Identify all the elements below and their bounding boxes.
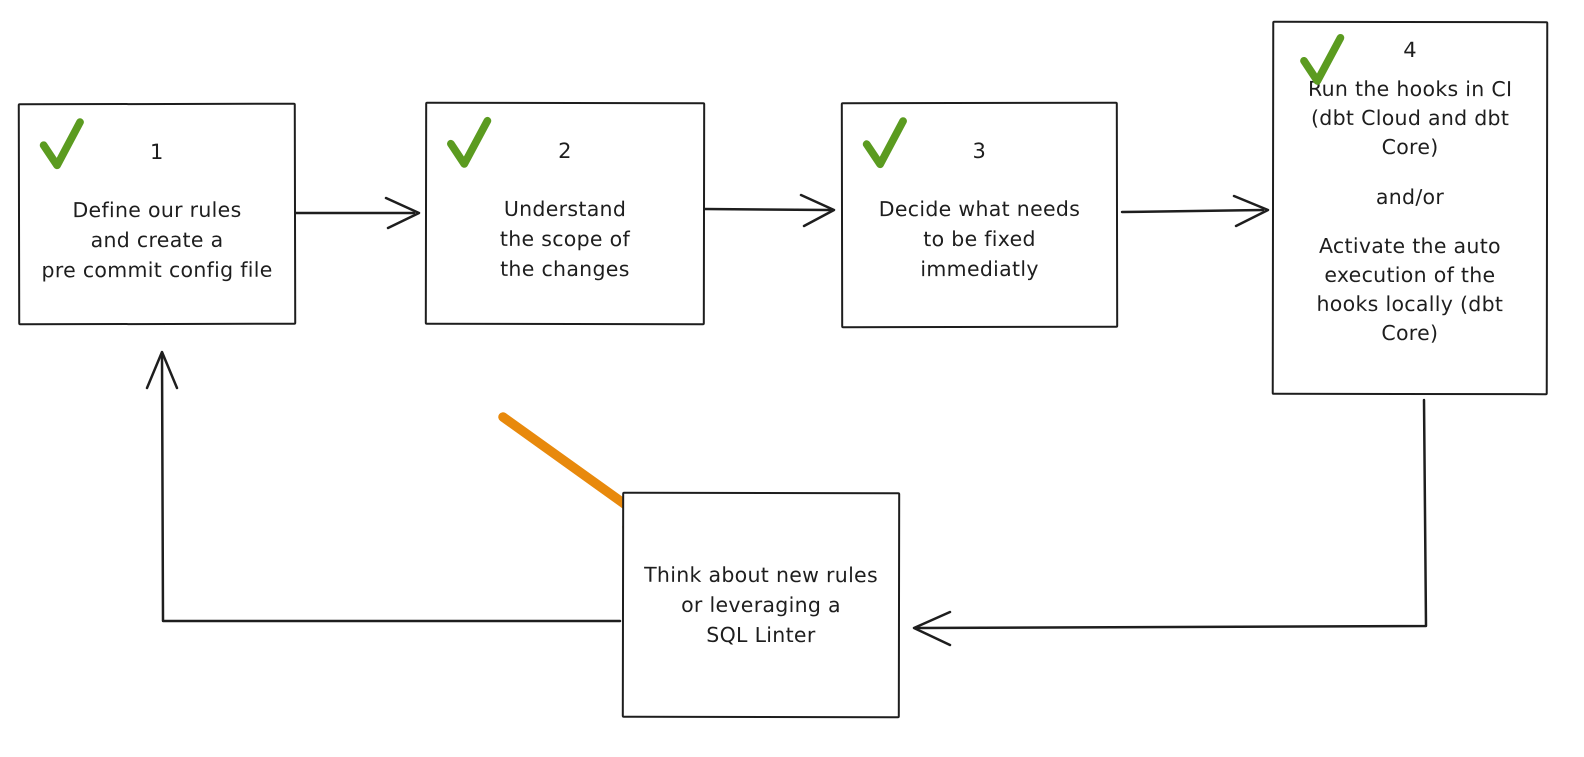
- loop-box[interactable]: Think about new rules or leveraging a SQ…: [621, 491, 901, 719]
- text-line: immediatly: [920, 256, 1039, 282]
- step2-text: Understand the scope of the changes: [427, 194, 703, 284]
- text-line: Define our rules: [72, 197, 242, 223]
- text-line: Activate the auto: [1318, 233, 1501, 259]
- arrowhead-step2-to-step3: [799, 193, 836, 228]
- step1-box[interactable]: 1 Define our rules and create a pre comm…: [17, 102, 297, 326]
- check-icon[interactable]: [38, 115, 86, 173]
- step2-box[interactable]: 2 Understand the scope of the changes: [424, 101, 706, 326]
- text-line: Decide what needs: [878, 196, 1081, 222]
- text-line: the changes: [500, 256, 630, 282]
- text-line: the scope of: [499, 226, 631, 252]
- arrow-step3-to-step4[interactable]: [1120, 208, 1265, 214]
- text-line: pre commit config file: [41, 257, 273, 283]
- text-line: and create a: [90, 227, 224, 253]
- arrowhead-step1-to-step2: [384, 196, 421, 230]
- text-line: (dbt Cloud and dbt: [1310, 105, 1510, 131]
- check-icon[interactable]: [861, 114, 909, 172]
- arrowhead-loop-to-step1: [145, 350, 179, 390]
- step1-text: Define our rules and create a pre commit…: [20, 195, 294, 286]
- arrowhead-step3-to-step4: [1232, 194, 1270, 228]
- step4-box[interactable]: 4 Run the hooks in CI (dbt Cloud and dbt…: [1271, 20, 1549, 396]
- text-line: or leveraging a: [681, 592, 841, 618]
- text-line: hooks locally (dbt: [1316, 291, 1504, 317]
- step4-text: Run the hooks in CI (dbt Cloud and dbt C…: [1274, 75, 1546, 348]
- step3-text: Decide what needs to be fixed immediatly: [843, 194, 1116, 284]
- text-line: to be fixed: [923, 226, 1036, 252]
- check-icon[interactable]: [445, 114, 493, 172]
- text-line: Think about new rules: [644, 562, 878, 588]
- text-line: execution of the: [1324, 262, 1496, 288]
- text-line: Core): [1381, 134, 1439, 160]
- arrow-step2-to-step3[interactable]: [702, 207, 832, 212]
- text-line: Understand: [503, 196, 627, 222]
- check-icon[interactable]: [1298, 31, 1346, 89]
- text-line: Core): [1381, 320, 1439, 346]
- text-line: [1274, 211, 1546, 232]
- text-line: SQL Linter: [706, 622, 816, 648]
- arrow-step4-to-loop[interactable]: [914, 398, 1428, 630]
- arrow-loop-to-step1[interactable]: [160, 352, 622, 623]
- text-line: and/or: [1375, 184, 1445, 209]
- arrowhead-step4-to-loop: [912, 610, 952, 647]
- step3-box[interactable]: 3 Decide what needs to be fixed immediat…: [840, 101, 1119, 329]
- loop-text: Think about new rules or leveraging a SQ…: [624, 560, 898, 650]
- text-line: [1274, 162, 1546, 183]
